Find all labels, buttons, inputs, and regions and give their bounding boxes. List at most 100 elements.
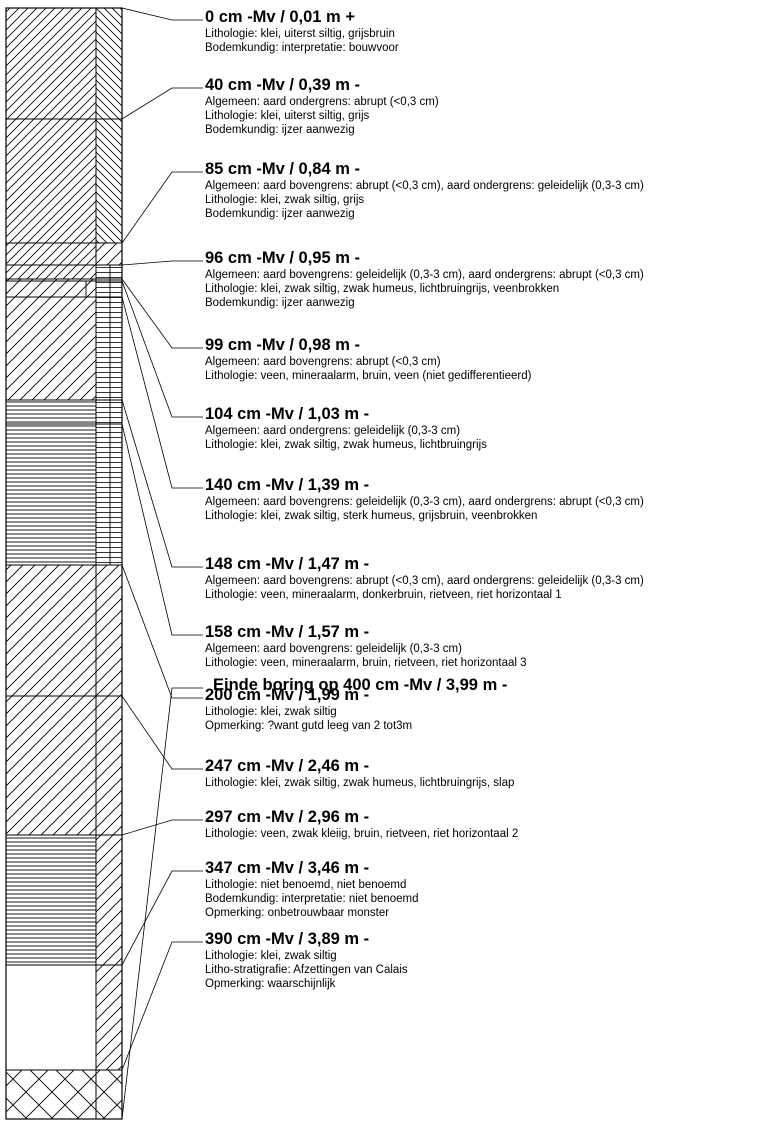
layer-6-main-fill	[6, 297, 96, 400]
column-outline	[5, 7, 123, 1120]
layer-12-side-fill	[96, 965, 122, 1070]
layer-3-main-fill	[6, 265, 96, 279]
layer-1-main-fill	[6, 119, 96, 243]
layer-depth-label: 85 cm -Mv / 0,84 m -	[205, 160, 360, 178]
layer-detail-line: Lithologie: klei, zwak siltig	[205, 706, 337, 718]
layer-8-side-fill	[96, 424, 122, 565]
layer-1-side-fill	[96, 119, 122, 243]
end-leader	[121, 687, 203, 1120]
layer-1-leader	[121, 87, 203, 120]
layer-description: 99 cm -Mv / 0,98 m - Algemeen: aard boven…	[205, 336, 531, 383]
layer-depth-label: 148 cm -Mv / 1,47 m -	[205, 555, 370, 573]
layer-depth-label: 40 cm -Mv / 0,39 m -	[205, 76, 360, 94]
layer-detail-line: Opmerking: waarschijnlijk	[205, 978, 336, 990]
layer-depth-label: 247 cm -Mv / 2,46 m -	[205, 757, 370, 775]
layer-8-main-fill	[6, 424, 96, 565]
layer-9-leader	[121, 564, 203, 699]
layer-depth-label: 96 cm -Mv / 0,95 m -	[205, 249, 360, 267]
layer-0-main-fill	[6, 8, 96, 119]
layer-5-leader	[121, 280, 203, 418]
layer-4-leader	[121, 278, 203, 349]
layer-detail-line: Opmerking: ?want gutd leeg van 2 tot3m	[205, 720, 413, 732]
layer-depth-label: 0 cm -Mv / 0,01 m +	[205, 8, 355, 26]
layer-7-main-fill	[6, 400, 96, 424]
layer-12-main-fill	[6, 965, 96, 1070]
leader-lines	[121, 7, 203, 1120]
layer-description: 148 cm -Mv / 1,47 m - Algemeen: aard bove…	[205, 555, 644, 602]
end-of-boring-label: Einde boring op 400 cm -Mv / 3,99 m -	[213, 676, 508, 694]
layer-depth-label: 390 cm -Mv / 3,89 m -	[205, 930, 370, 948]
layer-description: 96 cm -Mv / 0,95 m - Algemeen: aard boven…	[205, 249, 644, 310]
layer-11-side-fill	[96, 835, 122, 965]
layer-11-main-fill	[6, 835, 96, 965]
layer-depth-label: 140 cm -Mv / 1,39 m -	[205, 476, 370, 494]
layer-4-side-fill	[96, 279, 122, 281]
layer-10-leader	[121, 695, 203, 770]
layer-description: 0 cm -Mv / 0,01 m + Lithologie: klei, uit…	[205, 8, 399, 55]
layer-0-leader	[121, 7, 203, 21]
layer-detail-line: Lithologie: klei, zwak siltig, zwak hume…	[205, 439, 487, 451]
layer-detail-line: Bodemkundig: ijzer aanwezig	[205, 208, 355, 220]
layer-6-side-fill	[96, 297, 122, 400]
layer-2-side-fill	[96, 243, 122, 265]
layer-2-main-fill	[6, 243, 96, 265]
column-fills	[6, 8, 122, 1119]
layer-detail-line: Lithologie: veen, zwak kleiig, bruin, ri…	[205, 828, 519, 840]
layer-9-main-fill	[6, 565, 96, 696]
layer-description: 158 cm -Mv / 1,57 m - Algemeen: aard bove…	[205, 623, 527, 670]
layer-description: 40 cm -Mv / 0,39 m -Algemeen: aard onder…	[205, 76, 439, 137]
layer-depth-label: 104 cm -Mv / 1,03 m -	[205, 405, 370, 423]
layer-detail-line: Bodemkundig: interpretatie: niet benoemd	[205, 893, 419, 905]
layer-13-side-fill	[96, 1070, 122, 1119]
layer-detail-line: Lithologie: klei, uiterst siltig, grijsb…	[205, 28, 395, 40]
layer-5-side-fill	[96, 281, 122, 297]
layer-description: 390 cm -Mv / 3,89 m - Lithologie: klei, z…	[205, 930, 408, 991]
layer-3-leader	[121, 260, 203, 266]
layer-detail-line: Algemeen: aard bovengrens: geleidelijk (…	[205, 643, 462, 655]
layer-detail-line: Algemeen: aard bovengrens: abrupt (<0,3 …	[205, 180, 644, 192]
layer-detail-line: Lithologie: klei, zwak siltig, sterk hum…	[205, 510, 538, 522]
layer-depth-label: 158 cm -Mv / 1,57 m -	[205, 623, 370, 641]
layer-depth-label: 99 cm -Mv / 0,98 m -	[205, 336, 360, 354]
layer-5-main-fill	[6, 281, 96, 297]
layer-description: 140 cm -Mv / 1,39 m - Algemeen: aard bove…	[205, 476, 644, 523]
layer-depth-label: 297 cm -Mv / 2,96 m -	[205, 808, 370, 826]
layer-description: 297 cm -Mv / 2,96 m - Lithologie: veen, z…	[205, 808, 518, 841]
layer-description: 347 cm -Mv / 3,46 m -Lithologie: niet be…	[205, 859, 419, 920]
layer-4-main-fill	[6, 279, 96, 281]
layer-description: 200 cm -Mv / 1,99 m - Lithologie: klei, z…	[205, 686, 412, 733]
layer-detail-line: Lithologie: veen, mineraalarm, donkerbru…	[205, 589, 562, 601]
layer-detail-line: Bodemkundig: ijzer aanwezig	[205, 297, 355, 309]
layer-detail-line: Bodemkundig: interpretatie: bouwvoor	[205, 42, 399, 54]
layer-0-side-fill	[96, 8, 122, 119]
layer-10-side-fill	[96, 696, 122, 835]
layer-10-main-fill	[6, 696, 96, 835]
layer-7-side-fill	[96, 400, 122, 424]
layer-boundaries	[6, 118, 122, 1071]
layer-detail-line: Lithologie: veen, mineraalarm, bruin, ri…	[205, 657, 527, 669]
layer-detail-line: Algemeen: aard ondergrens: geleidelijk (…	[205, 425, 461, 437]
layer-detail-line: Lithologie: klei, zwak siltig	[205, 950, 337, 962]
layer-3-side-fill	[96, 265, 122, 279]
layer-description: 104 cm -Mv / 1,03 m - Algemeen: aard onde…	[205, 405, 487, 452]
layer-depth-label: 347 cm -Mv / 3,46 m -	[205, 859, 370, 877]
layer-description: 85 cm -Mv / 0,84 m - Algemeen: aard boven…	[205, 160, 644, 221]
layer-detail-line: Lithologie: veen, mineraalarm, bruin, ve…	[205, 370, 532, 382]
layer-description: 247 cm -Mv / 2,46 m - Lithologie: klei, z…	[205, 757, 514, 790]
layer-depth-label: 200 cm -Mv / 1,99 m -	[205, 686, 370, 704]
layer-detail-line: Algemeen: aard bovengrens: abrupt (<0,3 …	[205, 575, 644, 587]
layer-detail-line: Algemeen: aard bovengrens: geleidelijk (…	[205, 269, 644, 281]
layer-detail-line: Litho-stratigrafie: Afzettingen van Cala…	[205, 964, 408, 976]
layer-detail-line: Opmerking: onbetrouwbaar monster	[205, 907, 390, 919]
layer-9-side-fill	[96, 565, 122, 696]
layer-detail-line: Lithologie: klei, zwak siltig, grijs	[205, 194, 365, 206]
layer-detail-line: Bodemkundig: ijzer aanwezig	[205, 124, 355, 136]
layer-8-leader	[121, 423, 203, 636]
layer-detail-line: Algemeen: aard bovengrens: geleidelijk (…	[205, 496, 644, 508]
layer-11-leader	[121, 819, 203, 836]
layer-detail-line: Algemeen: aard bovengrens: abrupt (<0,3 …	[205, 356, 441, 368]
layer-detail-line: Lithologie: klei, zwak siltig, zwak hume…	[205, 777, 515, 789]
layer-2-leader	[121, 171, 203, 244]
layer-7-leader	[121, 399, 203, 568]
